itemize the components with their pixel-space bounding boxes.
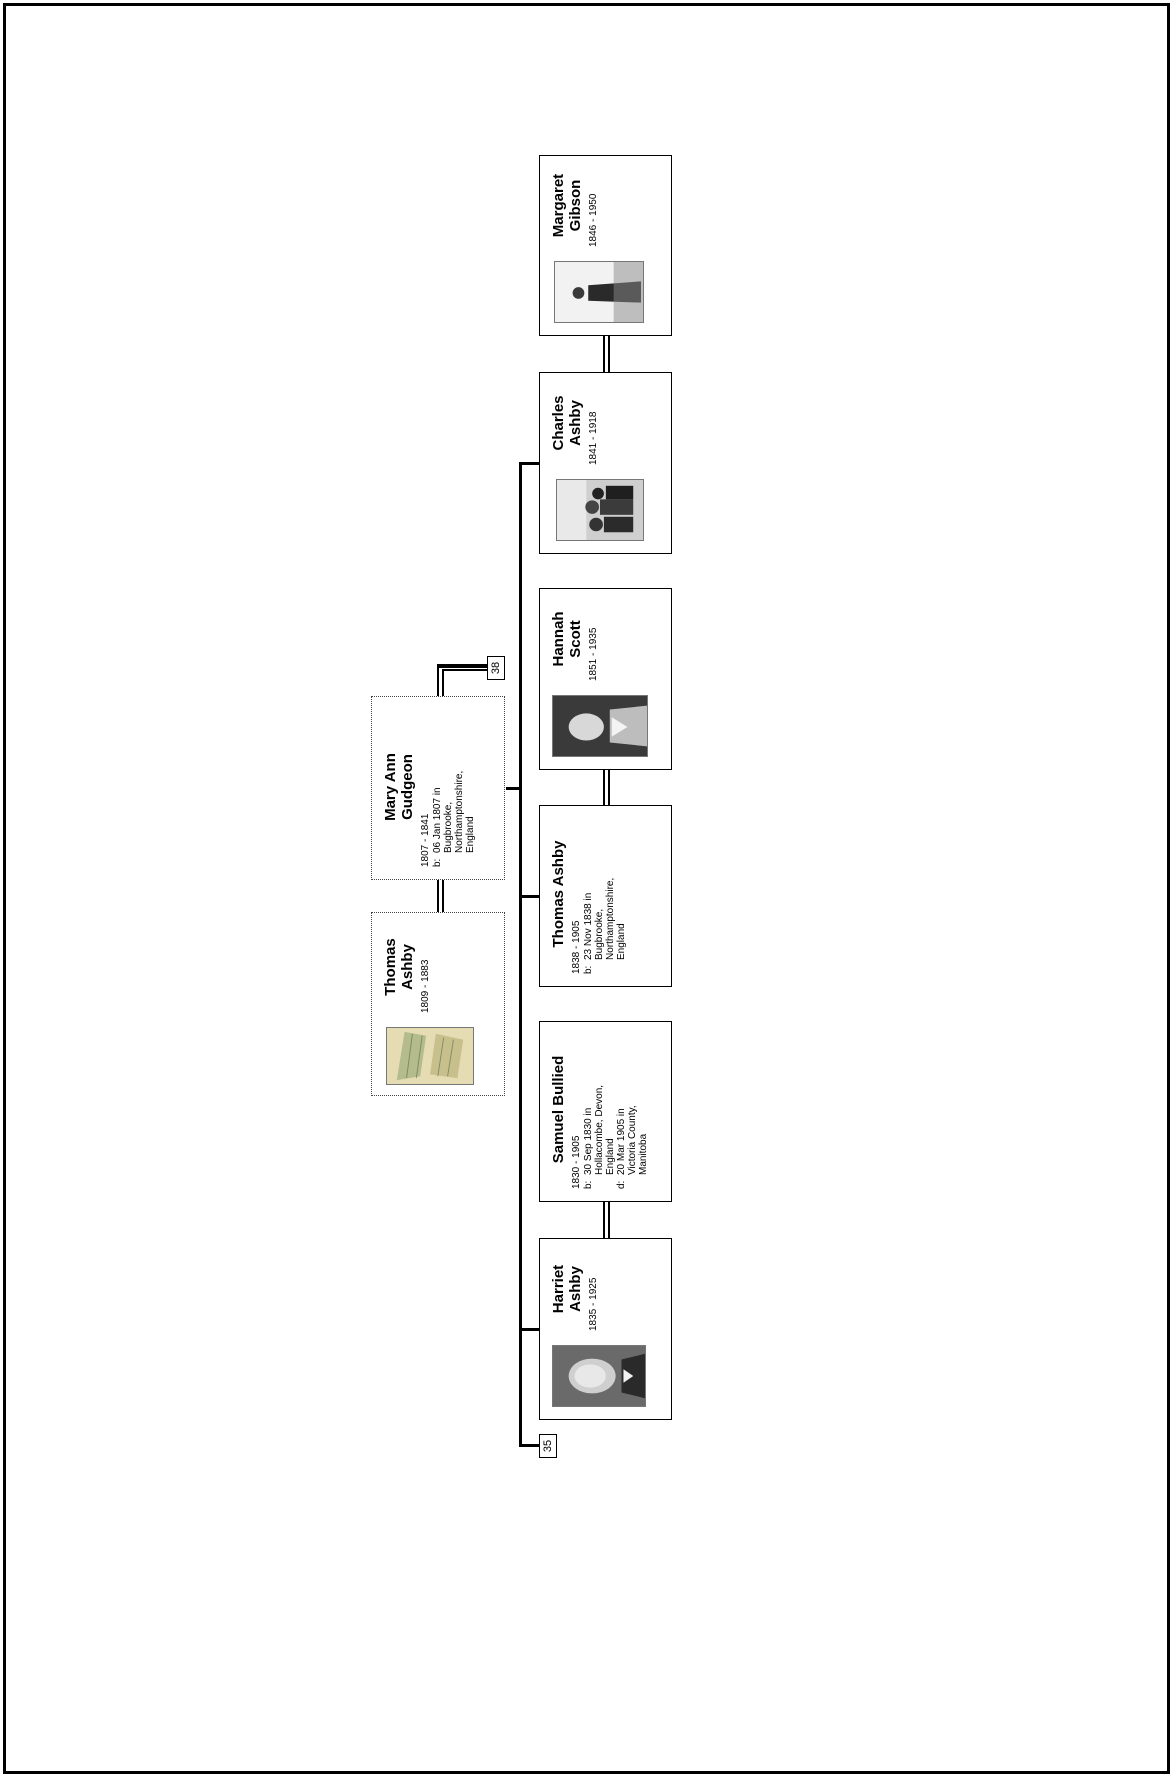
person-name: Samuel Bullied [550, 1055, 567, 1164]
person-name: Hannah Scott [550, 611, 584, 667]
person-lifespan: 1846 - 1950 [588, 193, 599, 247]
standing-figure-photo-icon [554, 261, 644, 323]
person-card-harriet-ashby[interactable]: Harriet Ashby 1835 - 1925 [539, 1238, 672, 1420]
child-branch [519, 1328, 539, 1331]
ancestor-reference-link [442, 669, 487, 671]
person-card-charles-ashby[interactable]: Charles Ashby 1841 - 1918 [539, 372, 672, 554]
person-lifespan: 1830 - 1905 [571, 1135, 582, 1189]
birth-event: b: 23 Nov 1838 in Bugbrooke, Northampton… [583, 877, 627, 974]
child-branch [519, 895, 539, 898]
descendant-reference-number: 35 [542, 1439, 554, 1453]
ancestor-reference-link [437, 664, 487, 668]
person-lifespan: 1835 - 1925 [588, 1277, 599, 1331]
document-photo-icon [386, 1027, 474, 1085]
person-card-margaret-gibson[interactable]: Margaret Gibson 1846 - 1950 [539, 155, 672, 336]
person-card-samuel-bullied[interactable]: Samuel Bullied 1830 - 1905 b: 30 Sep 183… [539, 1021, 672, 1202]
child-spouse-link [603, 770, 605, 805]
page-frame [3, 3, 1170, 1774]
person-lifespan: 1851 - 1935 [588, 627, 599, 681]
ancestor-reference-number: 38 [490, 661, 502, 675]
birth-event: b: 06 Jan 1807 in Bugbrooke, Northampton… [432, 770, 476, 867]
descendant-reference-link [519, 1444, 539, 1447]
person-name: Thomas Ashby [550, 840, 567, 948]
person-card-hannah-scott[interactable]: Hannah Scott 1851 - 1935 [539, 588, 672, 770]
child-spouse-link [603, 1202, 605, 1238]
person-card-mary-ann-gudgeon[interactable]: Mary Ann Gudgeon 1807 - 1841 b: 06 Jan 1… [371, 696, 505, 880]
child-spouse-link [608, 1202, 610, 1238]
portrait-photo-icon [552, 695, 648, 757]
ancestor-reference-link [442, 671, 444, 696]
person-lifespan: 1838 - 1905 [571, 920, 582, 974]
person-name: Charles Ashby [550, 395, 584, 451]
ancestor-spouse-link [442, 880, 444, 912]
person-name: Thomas Ashby [382, 938, 416, 996]
portrait-photo-icon [552, 1345, 646, 1407]
children-spine [519, 462, 522, 1446]
child-spouse-link [608, 770, 610, 805]
ancestor-reference-link [437, 666, 439, 696]
parent-child-trunk [506, 787, 520, 790]
person-card-thomas-ashby-junior[interactable]: Thomas Ashby 1838 - 1905 b: 23 Nov 1838 … [539, 805, 672, 987]
descendant-reference-box[interactable]: 35 [539, 1434, 557, 1458]
person-lifespan: 1841 - 1918 [588, 411, 599, 465]
person-name: Mary Ann Gudgeon [382, 753, 416, 821]
person-card-thomas-ashby-senior[interactable]: Thomas Ashby 1809 - 1883 [371, 912, 505, 1096]
death-event: d: 20 Mar 1905 in Victoria County, Manit… [616, 1105, 649, 1189]
ancestor-reference-box[interactable]: 38 [487, 656, 505, 680]
person-lifespan: 1807 - 1841 [420, 813, 431, 867]
person-name: Margaret Gibson [550, 173, 584, 238]
child-spouse-link [608, 336, 610, 372]
group-photo-icon [556, 479, 644, 541]
child-branch [519, 462, 539, 465]
child-spouse-link [603, 336, 605, 372]
person-lifespan: 1809 - 1883 [420, 959, 431, 1013]
person-name: Harriet Ashby [550, 1264, 584, 1314]
birth-event: b: 30 Sep 1830 in Hollacombe, Devon, Eng… [583, 1084, 616, 1189]
ancestor-spouse-link [437, 880, 439, 912]
